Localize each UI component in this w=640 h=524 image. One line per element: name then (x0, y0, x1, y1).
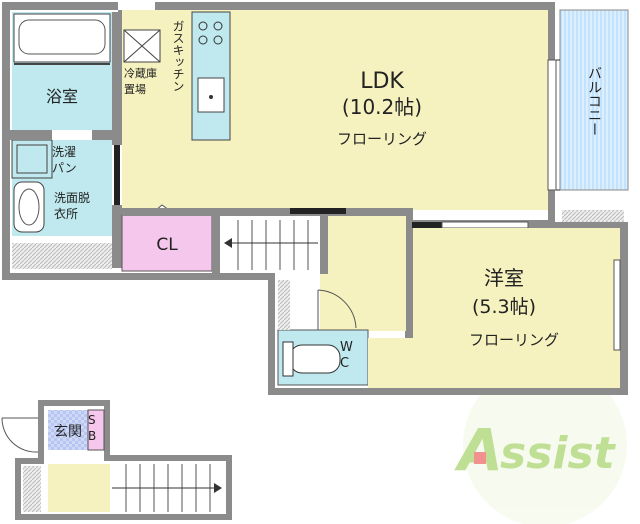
assist-logo: A ssist (454, 363, 627, 524)
ldk-room (122, 10, 548, 210)
closet-label: CL (156, 235, 178, 255)
fridge-label: 冷蔵庫置場 (124, 67, 157, 96)
ldk-label: LDK (360, 69, 404, 94)
wc-label: WC (340, 340, 353, 371)
closet (121, 214, 213, 272)
svg-text:ssist: ssist (500, 428, 617, 479)
bath-label: 浴室 (46, 87, 78, 106)
western-room (413, 228, 620, 388)
bathtub-icon (13, 13, 111, 65)
western-room-size-label: (5.3帖) (472, 296, 536, 318)
western-room-floor-label: フローリング (469, 331, 559, 349)
balcony-label: バルコニー (586, 66, 602, 136)
balcony (559, 9, 629, 191)
hatch-block (12, 243, 112, 269)
entrance-block (1, 400, 232, 520)
stairs-lower (112, 464, 222, 512)
kitchen-counter (191, 11, 231, 141)
toilet-icon (282, 341, 341, 377)
stairs-upper (220, 216, 320, 270)
ldk-floor-label: フローリング (337, 130, 427, 148)
entrance-label: 玄関 (54, 423, 82, 440)
kitchen-label: ガスキッチン (171, 20, 185, 92)
washroom-label: 洗面脱衣所 (54, 191, 91, 221)
washer-label: 洗濯パン (52, 145, 77, 175)
western-room-label: 洋室 (484, 266, 524, 290)
entrance-floor (48, 410, 88, 450)
fridge-space (123, 29, 161, 63)
ldk-size-label: (10.2帖) (342, 95, 422, 119)
shoebox-label: SB (88, 413, 97, 443)
svg-text:A: A (454, 416, 503, 484)
washer-pan-icon (11, 139, 53, 179)
